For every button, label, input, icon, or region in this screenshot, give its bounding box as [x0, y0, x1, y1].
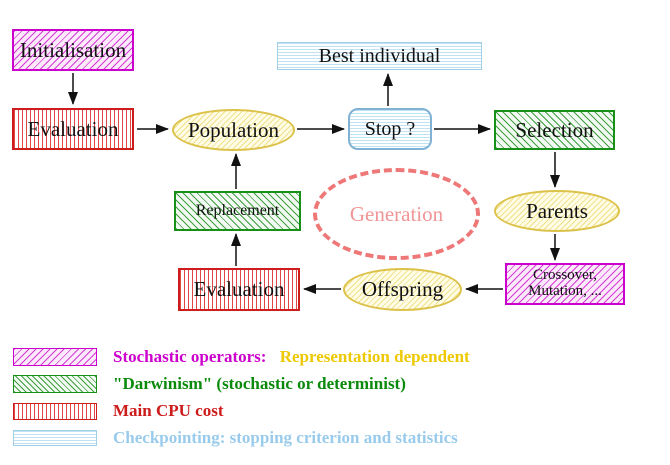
legend-swatch-red-vertical-hatch: [13, 402, 97, 420]
node-selection: Selection: [494, 110, 615, 150]
node-selection-label: Selection: [515, 117, 594, 142]
node-parents-label: Parents: [526, 198, 588, 223]
legend-row-main-cpu-cost: Main CPU cost: [13, 401, 470, 421]
node-evaluation-top-label: Evaluation: [27, 116, 119, 141]
legend-label-representation-dependent: Representation dependent: [279, 347, 470, 366]
node-crossover-line1: Crossover,: [533, 267, 597, 284]
legend-text: Stochastic operators: Representation dep…: [113, 347, 470, 367]
node-initialisation-label: Initialisation: [19, 37, 127, 62]
node-offspring: Offspring: [343, 268, 462, 311]
legend-swatch-magenta-diagonal-hatch: [13, 348, 97, 366]
node-replacement: Replacement: [174, 191, 301, 231]
node-population-label: Population: [187, 117, 279, 142]
legend-label-stochastic-operators: Stochastic operators:: [113, 347, 267, 366]
legend-text: Main CPU cost: [113, 401, 223, 421]
node-best-individual: Best individual: [277, 42, 482, 70]
node-replacement-label: Replacement: [195, 201, 280, 219]
node-parents: Parents: [494, 190, 620, 232]
legend-row-stochastic-operators: Stochastic operators: Representation dep…: [13, 347, 470, 367]
legend-label-checkpointing: Checkpointing: stopping criterion and st…: [113, 428, 458, 447]
node-initialisation: Initialisation: [12, 29, 134, 71]
legend-text: "Darwinism" (stochastic or determinist): [113, 374, 406, 394]
generation-loop-ellipse: Generation: [313, 168, 480, 260]
legend-row-checkpointing: Checkpointing: stopping criterion and st…: [13, 428, 470, 448]
node-crossover-mutation: Crossover, Mutation, ...: [505, 263, 625, 305]
node-evaluation-top: Evaluation: [12, 108, 134, 150]
node-offspring-label: Offspring: [361, 277, 444, 302]
legend-row-darwinism: "Darwinism" (stochastic or determinist): [13, 374, 470, 394]
node-crossover-line2: Mutation, ...: [528, 283, 602, 299]
legend-label-main-cpu-cost: Main CPU cost: [113, 401, 224, 420]
node-best-individual-label: Best individual: [318, 44, 441, 67]
node-population: Population: [172, 109, 295, 151]
node-stop-label: Stop ?: [364, 117, 416, 140]
legend: Stochastic operators: Representation dep…: [13, 347, 470, 448]
legend-text: Checkpointing: stopping criterion and st…: [113, 428, 458, 448]
generation-label: Generation: [349, 201, 444, 226]
node-evaluation-bottom-label: Evaluation: [193, 277, 285, 302]
legend-swatch-cyan-horizontal-hatch: [13, 430, 97, 446]
node-stop: Stop ?: [348, 108, 432, 150]
node-evaluation-bottom: Evaluation: [178, 268, 300, 311]
legend-swatch-green-diagonal-hatch: [13, 375, 97, 393]
legend-label-darwinism: "Darwinism" (stochastic or determinist): [113, 374, 406, 393]
